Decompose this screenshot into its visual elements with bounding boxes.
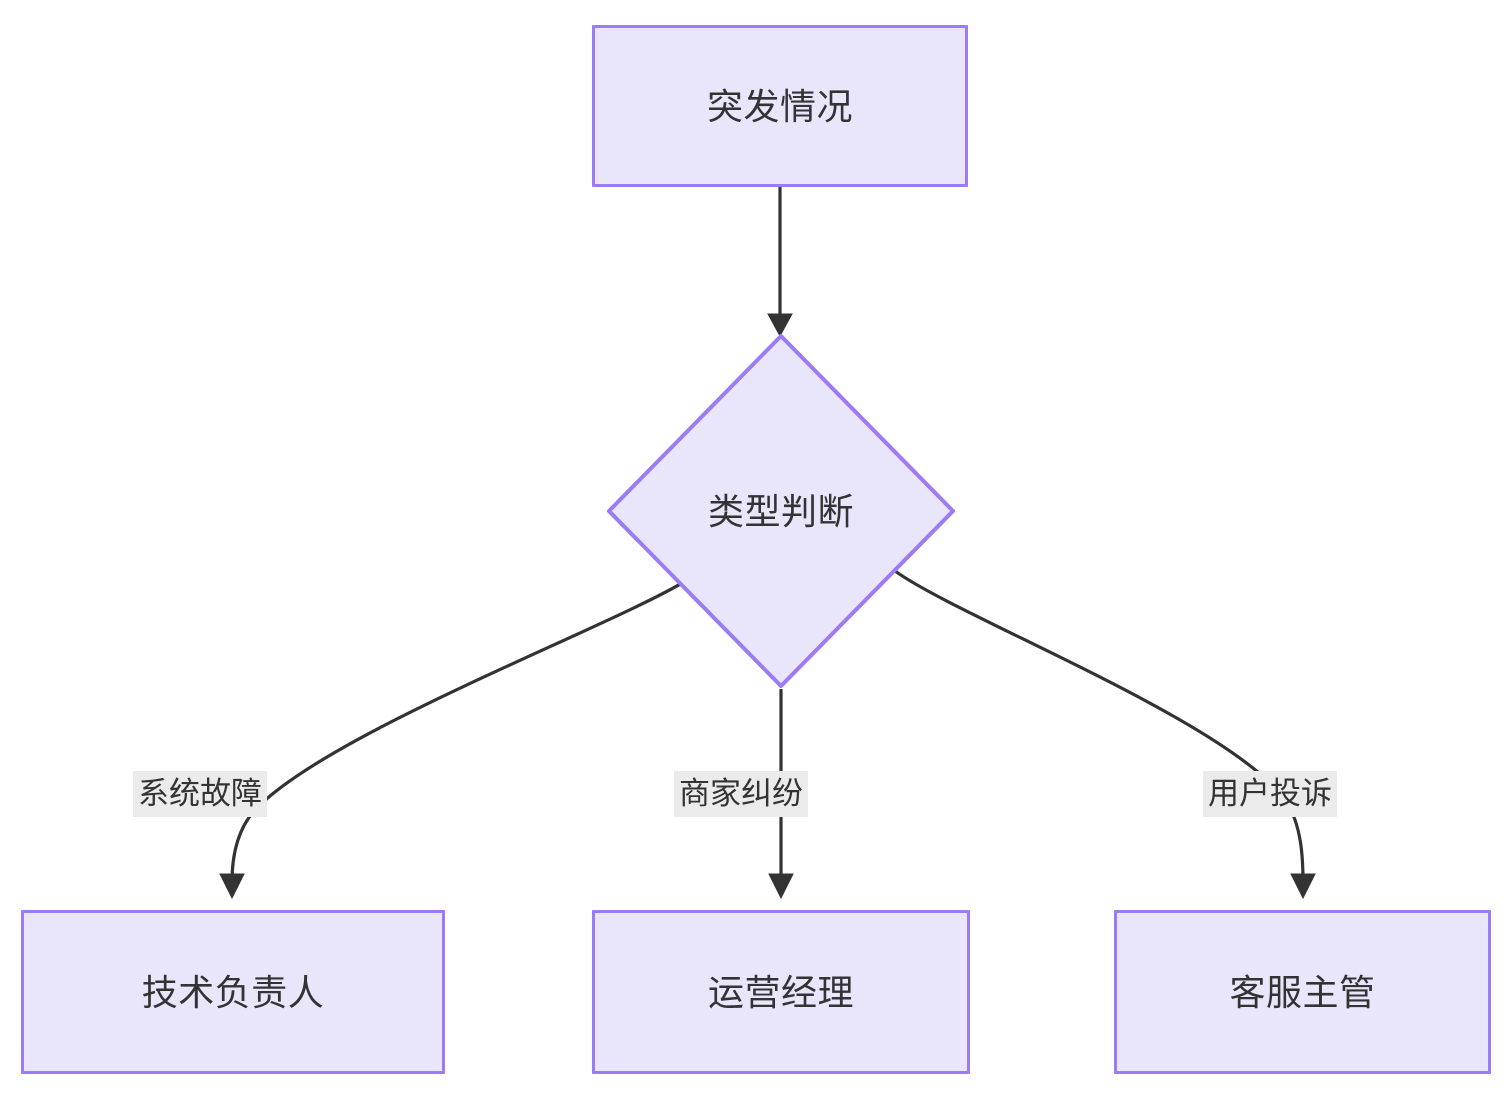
- diamond-shape: [607, 334, 955, 688]
- edge-label-merchant-dispute-text: 商家纠纷: [679, 776, 803, 811]
- edge-label-system-failure-text: 系统故障: [138, 776, 262, 811]
- edge-label-user-complaint: 用户投诉: [1203, 771, 1337, 817]
- edge-start-decision-arrowhead: [767, 313, 793, 338]
- node-tech-label: 技术负责人: [141, 971, 325, 1013]
- node-ops-label: 运营经理: [707, 971, 854, 1013]
- node-support-label: 客服主管: [1229, 971, 1376, 1013]
- edge-decision-support-line: [894, 569, 1305, 883]
- edge-label-system-failure: 系统故障: [133, 771, 267, 817]
- node-tech[interactable]: 技术负责人: [21, 910, 445, 1074]
- node-start[interactable]: 突发情况: [592, 25, 968, 187]
- edge-decision-tech-arrowhead: [219, 873, 245, 900]
- node-start-label: 突发情况: [706, 85, 853, 127]
- node-decision[interactable]: 类型判断: [607, 334, 955, 688]
- node-ops[interactable]: 运营经理: [592, 910, 970, 1074]
- edge-decision-ops-arrowhead: [768, 873, 794, 900]
- node-decision-label: 类型判断: [707, 490, 854, 532]
- node-support[interactable]: 客服主管: [1114, 910, 1491, 1074]
- edge-label-user-complaint-text: 用户投诉: [1208, 776, 1332, 811]
- edge-label-merchant-dispute: 商家纠纷: [674, 771, 808, 817]
- edge-decision-support-arrowhead: [1290, 873, 1316, 900]
